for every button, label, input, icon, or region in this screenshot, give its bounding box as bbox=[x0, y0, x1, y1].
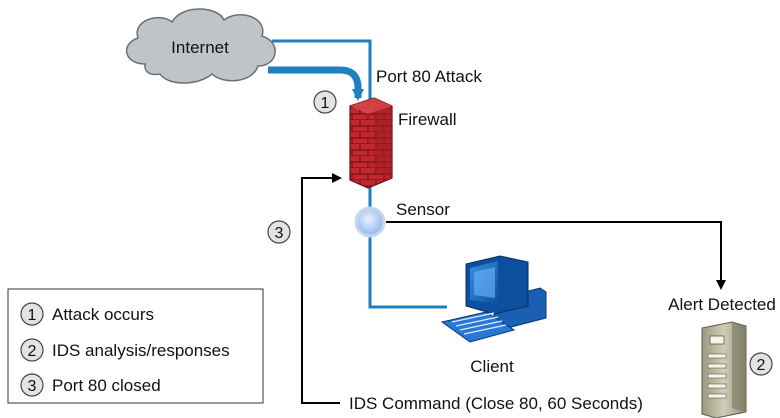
legend: 1 Attack occurs 2 IDS analysis/responses… bbox=[7, 288, 264, 404]
alert-detected-label: Alert Detected bbox=[668, 295, 776, 314]
port80-attack-label: Port 80 Attack bbox=[376, 67, 482, 86]
firewall: Firewall bbox=[349, 97, 457, 189]
attack-arrow bbox=[268, 66, 364, 101]
client-label: Client bbox=[470, 357, 514, 376]
sensor: Sensor bbox=[354, 200, 450, 238]
legend-label: Attack occurs bbox=[52, 305, 154, 324]
ids-command-arrow bbox=[301, 173, 342, 404]
internet-firewall-link bbox=[272, 39, 372, 100]
workstation-icon bbox=[440, 255, 547, 343]
legend-item: 1 Attack occurs bbox=[20, 302, 154, 326]
svg-text:3: 3 bbox=[275, 225, 284, 242]
alert-arrow bbox=[386, 221, 726, 290]
network-links bbox=[272, 39, 447, 309]
ids-server bbox=[701, 321, 747, 418]
legend-item: 2 IDS analysis/responses bbox=[20, 338, 230, 362]
sensor-client-link bbox=[368, 236, 447, 309]
svg-text:2: 2 bbox=[757, 357, 766, 374]
internet-cloud: Internet bbox=[126, 8, 276, 84]
sensor-icon bbox=[354, 206, 386, 238]
svg-text:3: 3 bbox=[28, 378, 37, 395]
svg-text:1: 1 bbox=[28, 307, 37, 324]
ids-command-label: IDS Command (Close 80, 60 Seconds) bbox=[349, 394, 643, 413]
legend-label: Port 80 closed bbox=[52, 376, 161, 395]
legend-label: IDS analysis/responses bbox=[52, 341, 230, 360]
step-marker-3: 3 bbox=[267, 220, 291, 244]
step-marker-1: 1 bbox=[313, 90, 337, 114]
step-marker-2: 2 bbox=[749, 352, 773, 376]
sensor-label: Sensor bbox=[396, 200, 450, 219]
internet-label: Internet bbox=[171, 38, 229, 57]
firewall-label: Firewall bbox=[398, 110, 457, 129]
cloud-icon bbox=[126, 8, 276, 84]
server-icon bbox=[701, 321, 747, 418]
client-workstation: Client bbox=[440, 255, 547, 376]
svg-text:2: 2 bbox=[28, 343, 37, 360]
legend-item: 3 Port 80 closed bbox=[20, 373, 161, 397]
svg-text:1: 1 bbox=[321, 95, 330, 112]
firewall-icon bbox=[349, 97, 393, 189]
